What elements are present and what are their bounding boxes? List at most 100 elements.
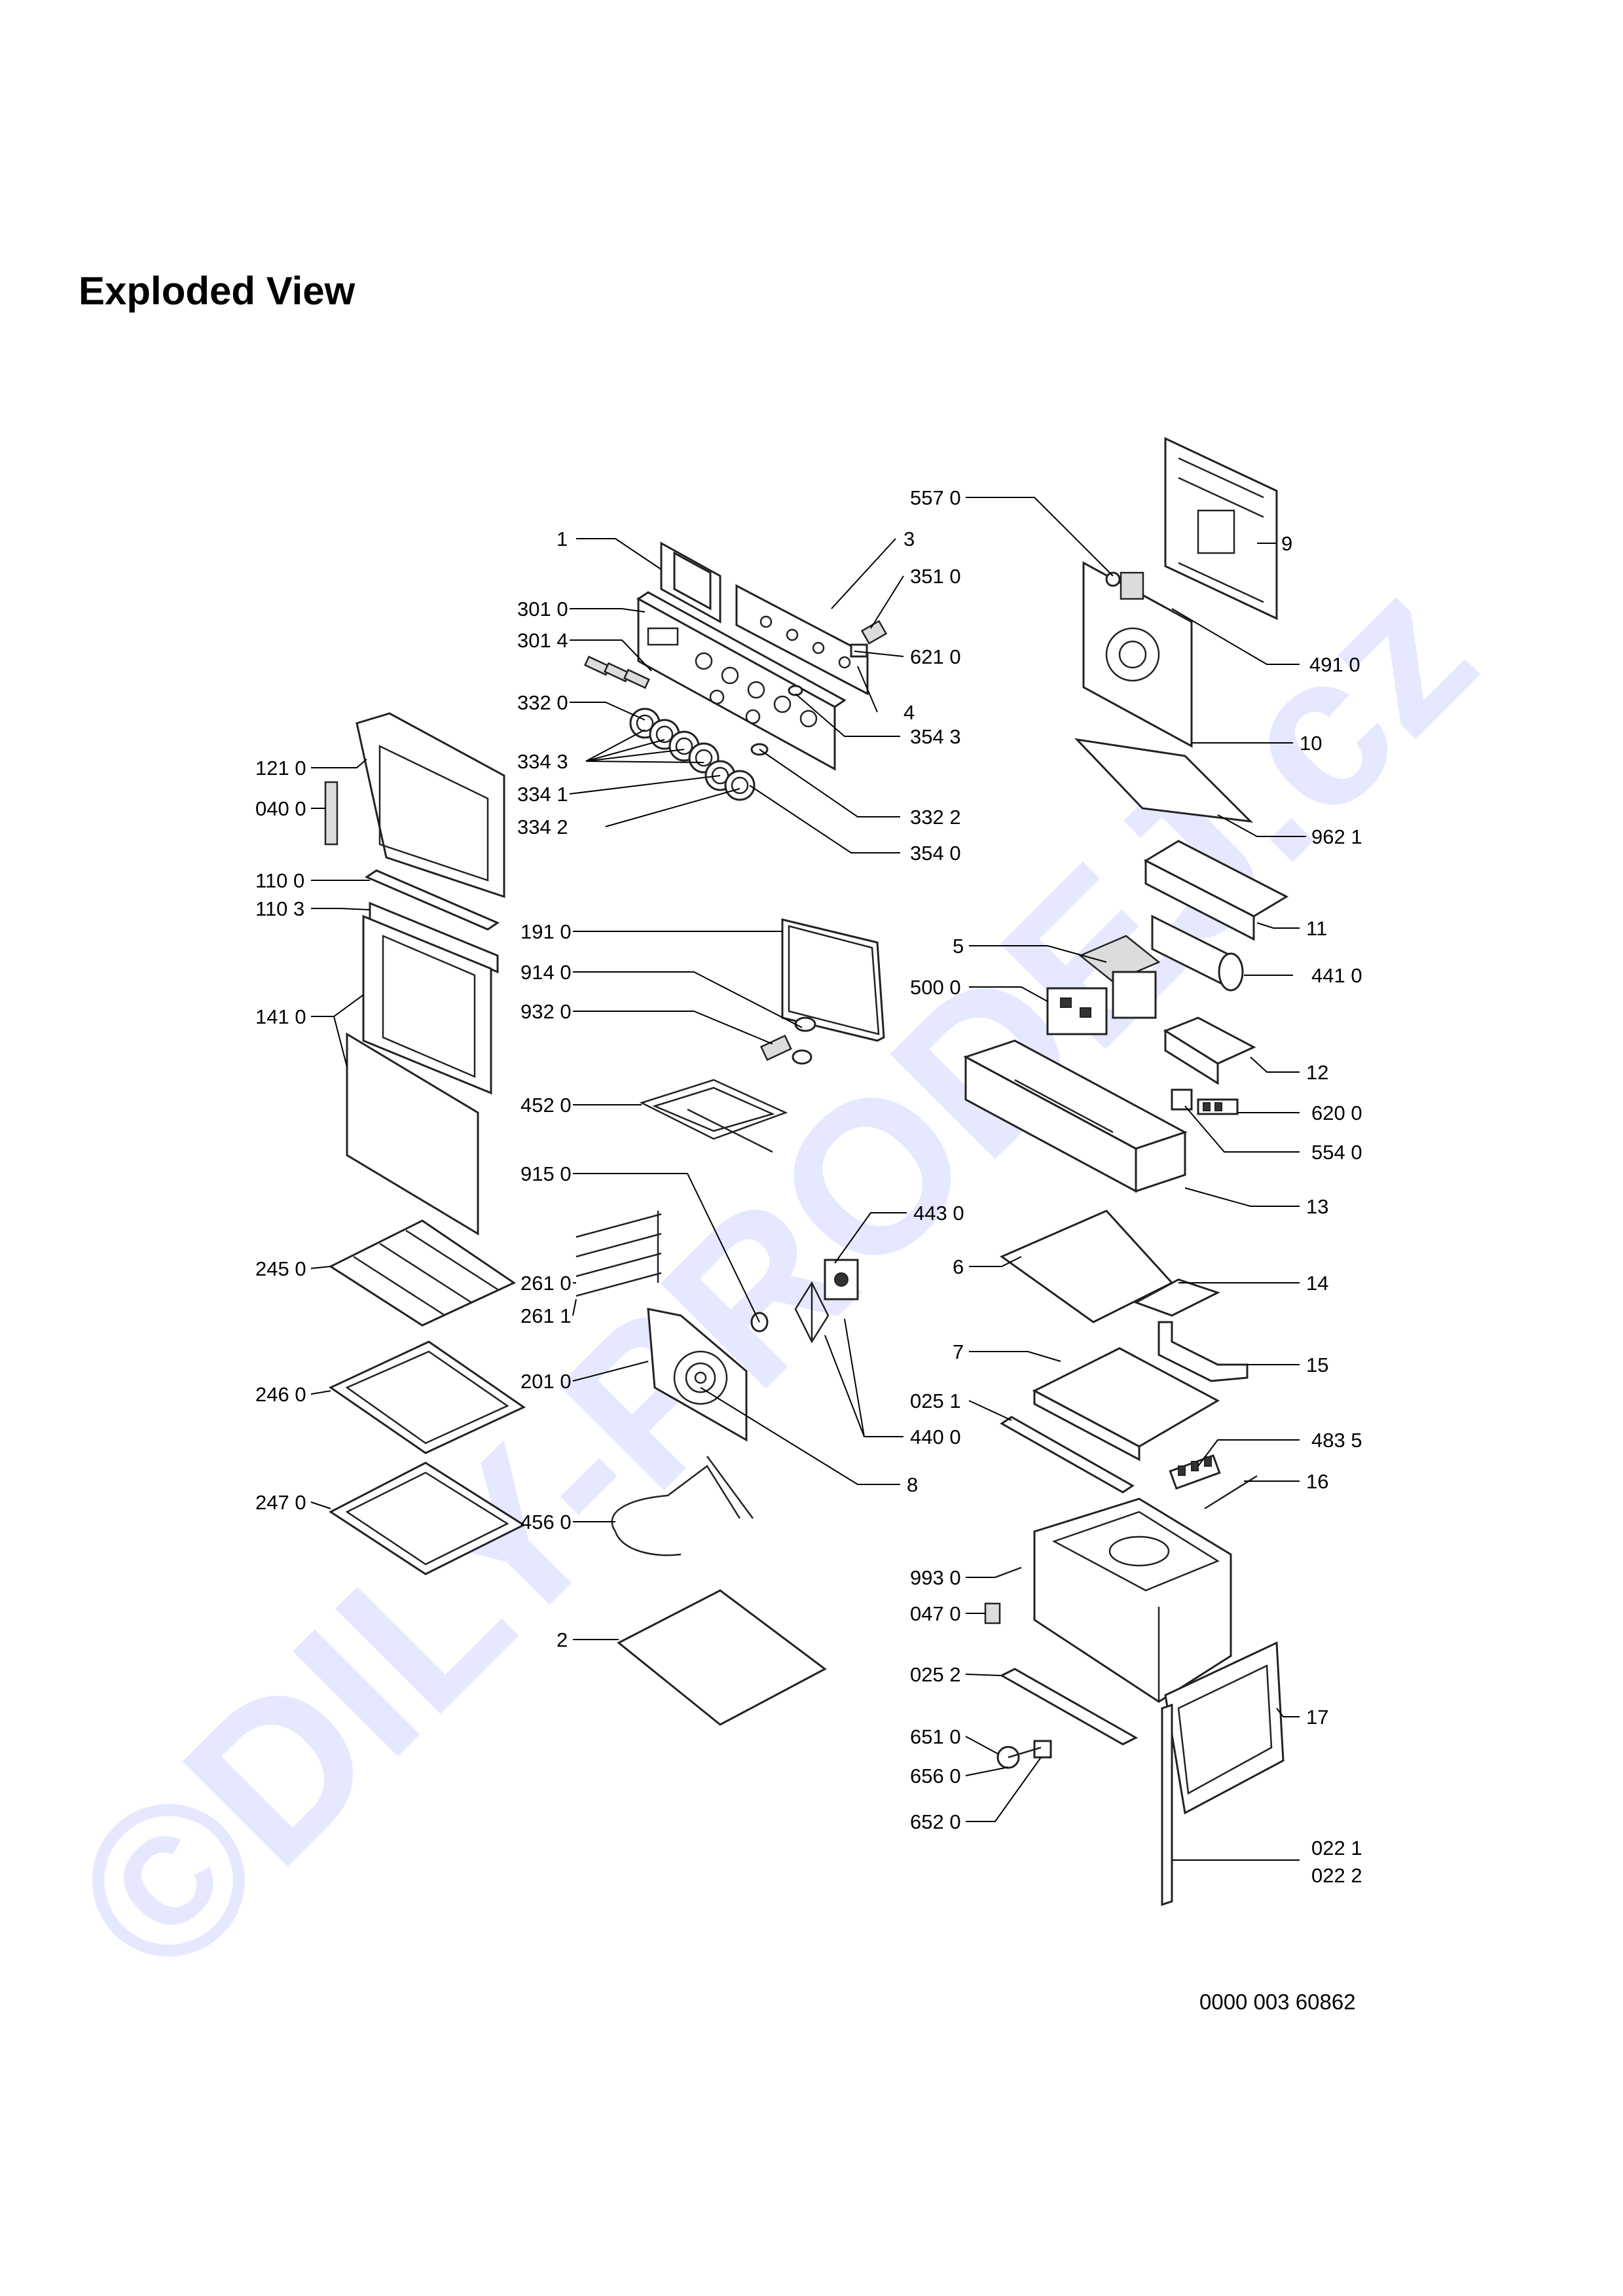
part-lower-element: [611, 1456, 754, 1556]
callout-labels: 1 3 301 0 301 4 332 0 334 3 334 1 334 2 …: [255, 486, 1362, 1887]
part-bottom-plate: [617, 1589, 827, 1726]
callout-5: 5: [953, 935, 964, 958]
callout-354-3: 354 3: [910, 725, 961, 748]
callout-452-0: 452 0: [520, 1094, 572, 1117]
callout-483-5: 483 5: [1311, 1429, 1362, 1452]
callout-351-0: 351 0: [910, 565, 961, 588]
part-cooling-housing: [1143, 840, 1289, 941]
part-grill-element: [639, 1079, 788, 1153]
part-hinge: [324, 781, 338, 846]
part-side-rail-2: [999, 1668, 1139, 1746]
part-frame: [963, 1039, 1188, 1193]
part-terminal-strip: [1169, 1454, 1221, 1490]
callout-334-1: 334 1: [517, 783, 568, 806]
part-cover-plate: [1163, 1016, 1256, 1085]
callout-245-0: 245 0: [255, 1257, 306, 1280]
callout-915-0: 915 0: [520, 1162, 572, 1185]
callout-261-1: 261 1: [520, 1304, 572, 1327]
callout-440-0: 440 0: [910, 1426, 961, 1448]
part-deep-tray: [329, 1462, 526, 1575]
callout-962-1: 962 1: [1311, 825, 1362, 848]
leader-lines: [310, 497, 1306, 1861]
part-tangential-fan: [1151, 914, 1244, 992]
part-baking-tray: [328, 1340, 526, 1454]
callout-261-0: 261 0: [520, 1272, 572, 1295]
callout-500-0: 500 0: [910, 976, 961, 999]
callout-201-0: 201 0: [520, 1370, 572, 1393]
callout-332-0: 332 0: [517, 691, 568, 714]
callout-121-0: 121 0: [255, 757, 306, 780]
part-rear-cover: [1164, 437, 1278, 620]
callout-15: 15: [1306, 1354, 1328, 1376]
callout-110-3: 110 3: [255, 897, 304, 920]
callout-025-1: 025 1: [910, 1390, 961, 1412]
callout-332-2: 332 2: [910, 806, 961, 829]
callout-651-0: 651 0: [910, 1725, 961, 1748]
part-thermostat: [996, 1740, 1052, 1769]
callout-620-0: 620 0: [1311, 1102, 1362, 1124]
callout-456-0: 456 0: [520, 1511, 572, 1534]
callout-993-0: 993 0: [910, 1566, 961, 1589]
part-insulation-mat: [1074, 738, 1254, 823]
part-fan-motor: [750, 1259, 859, 1344]
callout-047-0: 047 0: [910, 1602, 961, 1625]
callout-554-0: 554 0: [1311, 1141, 1362, 1164]
callout-334-2: 334 2: [517, 816, 568, 838]
callout-10: 10: [1300, 732, 1322, 755]
part-door-frame: [356, 712, 505, 899]
callout-2: 2: [556, 1628, 568, 1651]
part-oven-cavity: [1033, 1498, 1232, 1703]
part-door-gasket: [781, 918, 885, 1042]
callout-247-0: 247 0: [255, 1491, 306, 1514]
callout-932-0: 932 0: [520, 1000, 572, 1023]
callout-8: 8: [907, 1473, 918, 1496]
part-knobs: [629, 685, 803, 801]
part-lamp: [759, 1016, 816, 1065]
part-control-panel-front: [735, 584, 869, 696]
callout-141-0: 141 0: [255, 1005, 306, 1028]
callout-7: 7: [953, 1340, 964, 1363]
callout-17: 17: [1306, 1706, 1328, 1729]
part-door-glass: [346, 914, 492, 1236]
document-number: 0000 003 60862: [1199, 1990, 1356, 2014]
callout-025-2: 025 2: [910, 1663, 961, 1686]
part-control-panel: [636, 591, 847, 771]
part-side-panel: [1164, 1641, 1285, 1815]
callout-246-0: 246 0: [255, 1383, 306, 1406]
part-door-strip: [364, 869, 500, 974]
callout-13: 13: [1306, 1195, 1328, 1218]
callout-191-0: 191 0: [520, 920, 572, 943]
callout-9: 9: [1281, 532, 1292, 555]
callout-301-0: 301 0: [517, 598, 568, 620]
callout-652-0: 652 0: [910, 1810, 961, 1833]
callout-12: 12: [1306, 1061, 1328, 1084]
callout-022-1: 022 1: [1311, 1837, 1362, 1859]
callout-040-0: 040 0: [255, 797, 306, 820]
callout-4: 4: [903, 701, 915, 724]
callout-11: 11: [1306, 917, 1327, 940]
callout-914-0: 914 0: [520, 961, 572, 984]
part-base-plate: [1032, 1347, 1220, 1462]
part-fan-cover: [647, 1308, 748, 1442]
callout-16: 16: [1306, 1470, 1328, 1493]
callout-441-0: 441 0: [1311, 964, 1362, 987]
part-drawings: [324, 437, 1289, 1907]
callout-334-3: 334 3: [517, 750, 568, 773]
part-terminal-block: [1171, 1088, 1239, 1115]
callout-354-0: 354 0: [910, 842, 961, 865]
callout-491-0: 491 0: [1309, 653, 1360, 676]
callout-3: 3: [903, 528, 915, 550]
part-timer: [1046, 935, 1161, 1035]
callout-022-2: 022 2: [1311, 1864, 1362, 1887]
part-screw-and-clip: [984, 1566, 1022, 1624]
callout-14: 14: [1306, 1272, 1328, 1295]
part-bracket: [660, 541, 721, 624]
callout-656-0: 656 0: [910, 1765, 961, 1787]
callout-6: 6: [953, 1255, 964, 1278]
page-title: Exploded View: [79, 269, 356, 313]
part-switch: [850, 620, 888, 658]
part-wire-shelf: [328, 1219, 517, 1327]
callout-621-0: 621 0: [910, 645, 961, 668]
callout-1: 1: [556, 528, 568, 550]
